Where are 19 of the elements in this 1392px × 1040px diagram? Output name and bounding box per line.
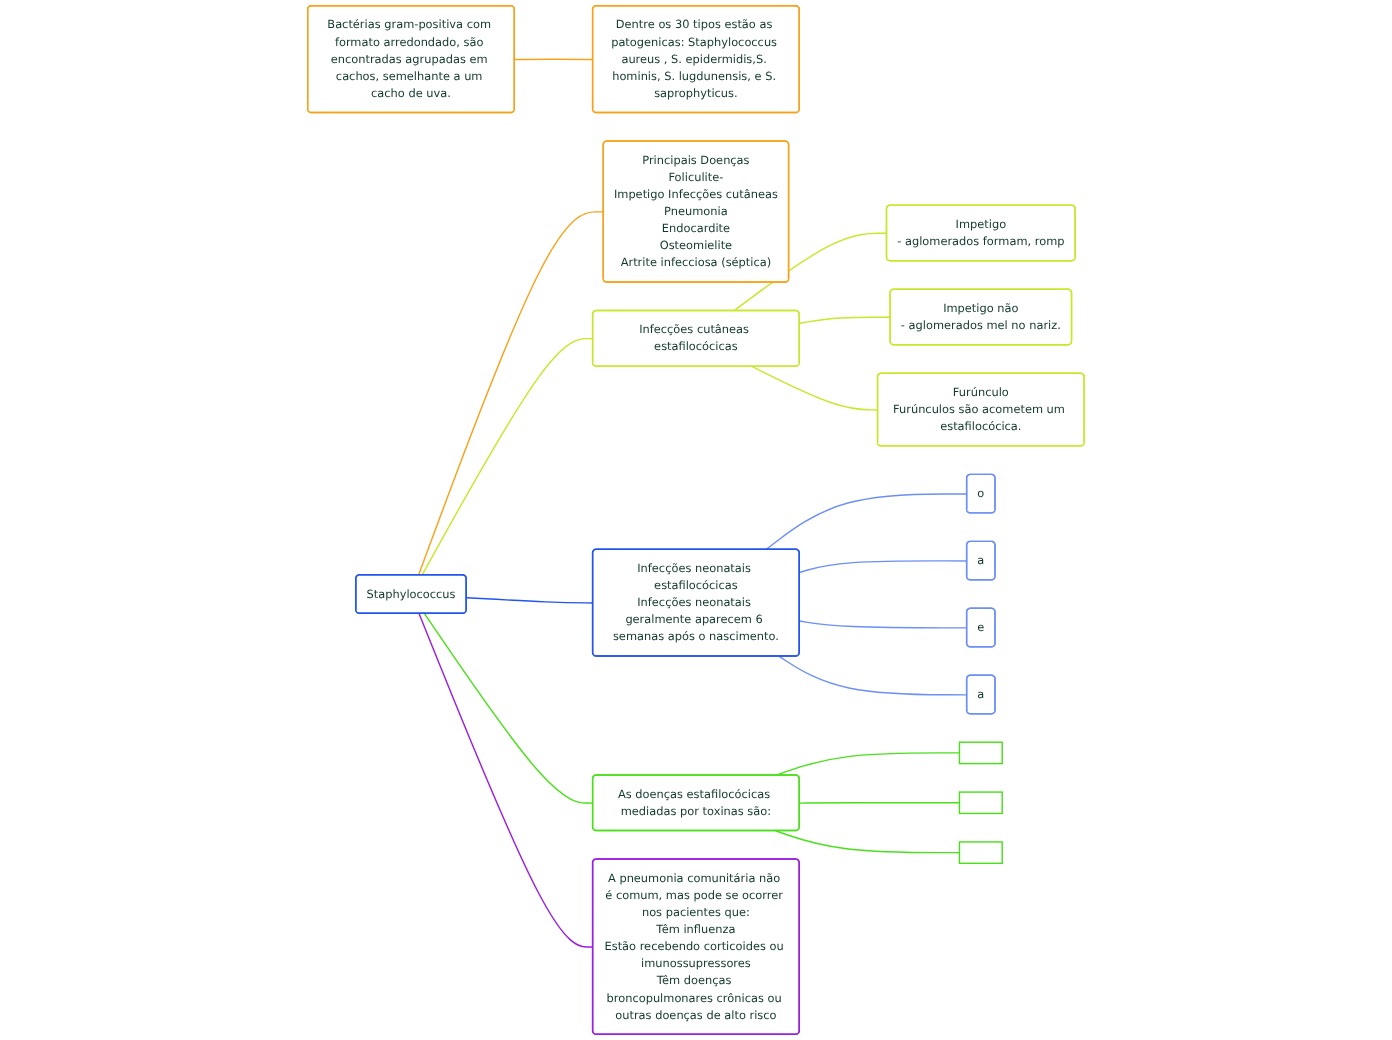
connector bbox=[778, 655, 968, 696]
connector bbox=[733, 232, 888, 312]
connector bbox=[418, 612, 594, 948]
connector bbox=[798, 316, 892, 324]
connector bbox=[514, 58, 594, 61]
node-box bbox=[958, 741, 1003, 765]
connector bbox=[751, 365, 879, 411]
connector bbox=[765, 493, 968, 551]
connector bbox=[798, 802, 961, 804]
connector bbox=[421, 337, 594, 576]
node-box bbox=[958, 841, 1003, 865]
connector bbox=[775, 752, 961, 777]
node-box bbox=[958, 791, 1003, 815]
connector bbox=[423, 612, 594, 804]
connector bbox=[417, 211, 605, 576]
connector bbox=[798, 620, 968, 629]
connector bbox=[798, 560, 968, 574]
connector bbox=[465, 597, 594, 604]
connector bbox=[775, 830, 961, 854]
